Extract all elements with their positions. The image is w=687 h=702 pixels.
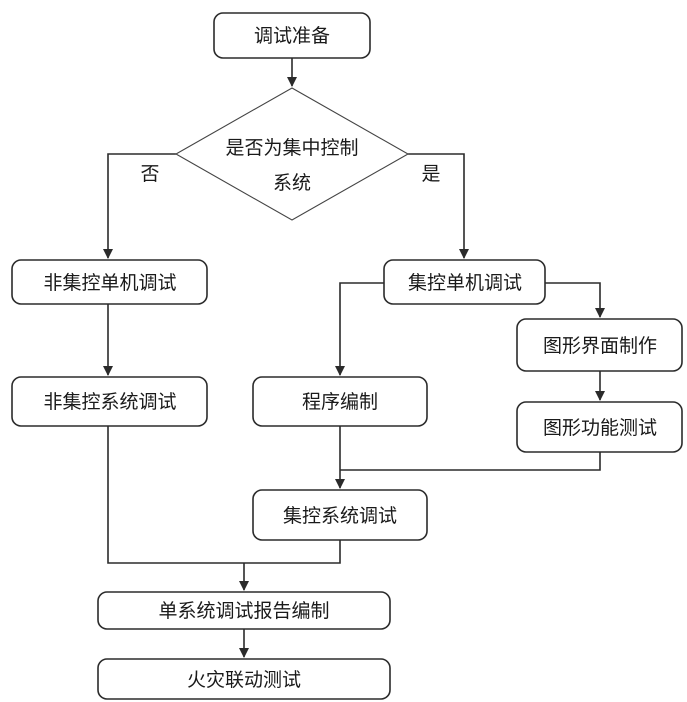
node-central-unit-debug: 集控单机调试 [383, 259, 546, 305]
node-noncentral-unit-debug-label: 非集控单机调试 [43, 272, 176, 294]
decision-label-line1: 是否为集中控制 [225, 137, 358, 159]
node-gui-making: 图形界面制作 [516, 318, 683, 372]
edge-gui-test-to-central-system [340, 452, 601, 471]
edge-central-unit-to-gui [545, 282, 605, 318]
node-gui-test: 图形功能测试 [516, 401, 683, 453]
edge-noncentral-system-to-merge [107, 426, 244, 564]
branch-label-yes: 是 [421, 163, 440, 185]
node-program-writing: 程序编制 [252, 376, 428, 427]
flow-edges [103, 58, 605, 658]
node-program-writing-label: 程序编制 [302, 391, 378, 413]
decision-is-central-control: 是否为集中控制 系统 [174, 87, 410, 221]
node-gui-making-label: 图形界面制作 [543, 335, 657, 357]
edge-decision-yes [408, 153, 469, 259]
node-prep: 调试准备 [213, 12, 371, 59]
node-noncentral-system-debug-label: 非集控系统调试 [43, 391, 176, 413]
node-central-system-debug: 集控系统调试 [252, 489, 428, 541]
branch-label-no: 否 [140, 163, 159, 185]
node-prep-label: 调试准备 [254, 25, 330, 47]
decision-label-line2: 系统 [273, 172, 311, 194]
node-central-unit-debug-label: 集控单机调试 [408, 272, 522, 294]
node-single-system-report-label: 单系统调试报告编制 [158, 600, 329, 622]
node-central-system-debug-label: 集控系统调试 [283, 505, 397, 527]
edge-decision-no [103, 153, 176, 259]
node-fire-linkage-test: 火灾联动测试 [97, 658, 391, 700]
edge-central-unit-to-program [335, 282, 384, 376]
node-fire-linkage-test-label: 火灾联动测试 [187, 669, 301, 691]
edge-central-system-to-merge [244, 540, 341, 564]
node-single-system-report: 单系统调试报告编制 [97, 591, 391, 630]
node-gui-test-label: 图形功能测试 [543, 417, 657, 439]
node-noncentral-system-debug: 非集控系统调试 [11, 376, 208, 427]
node-noncentral-unit-debug: 非集控单机调试 [11, 259, 208, 305]
